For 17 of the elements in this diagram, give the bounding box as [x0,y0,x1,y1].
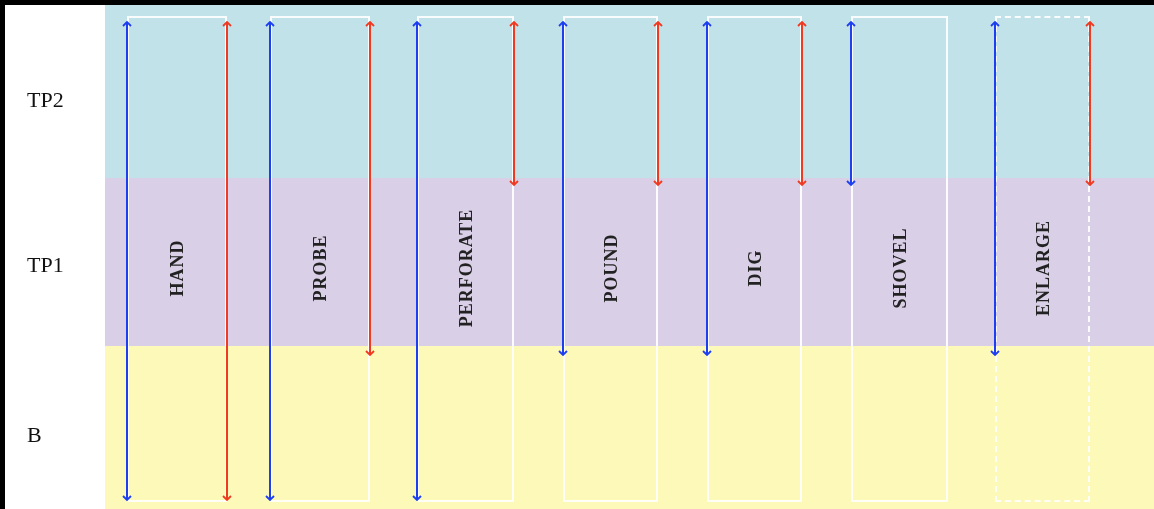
column-outline [995,16,1090,502]
column-label: DIG [744,249,765,287]
column-outline [417,16,514,502]
column-label: PROBE [309,234,331,302]
layer-label: B [27,422,42,448]
column-outline [563,16,658,502]
column-outline [127,16,227,502]
column-label: HAND [166,239,188,297]
column-label: POUND [600,233,621,303]
layer-label: TP2 [27,87,64,113]
column-outline [270,16,370,502]
column-outline [707,16,802,502]
layer-label: TP1 [27,252,64,278]
column-label: ENLARGE [1032,220,1053,316]
column-outline [851,16,948,502]
column-label: PERFORATE [455,208,476,328]
column-label: SHOVEL [889,227,910,309]
